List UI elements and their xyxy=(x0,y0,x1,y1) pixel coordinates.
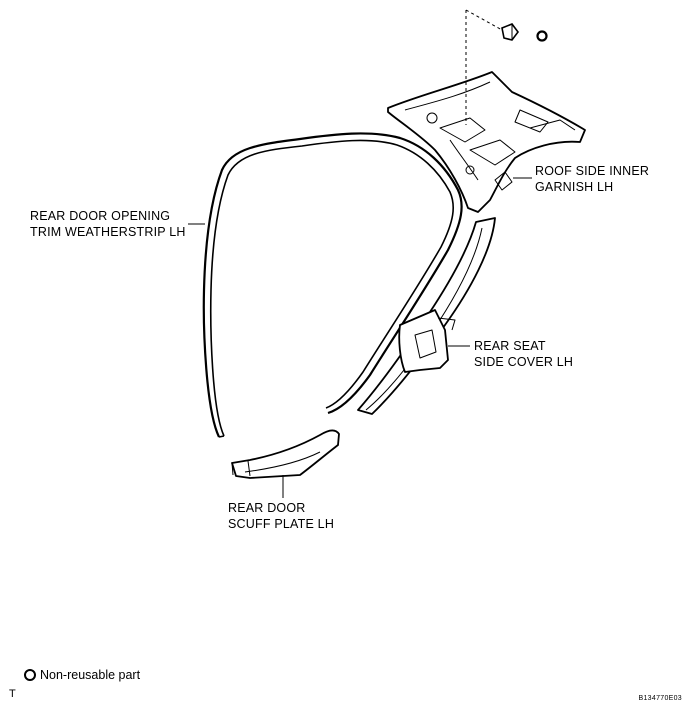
rear-seat-side-cover-part xyxy=(357,217,496,415)
label-roof-side-inner-garnish: ROOF SIDE INNER GARNISH LH xyxy=(535,164,650,194)
rear-door-scuff-plate-part xyxy=(231,429,340,479)
legend: Non-reusable part xyxy=(24,668,140,682)
legend-text: Non-reusable part xyxy=(40,668,141,682)
non-reusable-ring-icon xyxy=(536,30,548,42)
non-reusable-circle-icon xyxy=(24,669,36,681)
clip-assembly xyxy=(465,9,548,125)
label-rear-door-opening-trim-weatherstrip: REAR DOOR OPENING TRIM WEATHERSTRIP LH xyxy=(30,209,186,239)
label-rear-door-scuff-plate: REAR DOOR SCUFF PLATE LH xyxy=(228,501,335,531)
label-rear-seat-side-cover: REAR SEAT SIDE COVER LH xyxy=(474,339,574,369)
figure-code: B134770E03 xyxy=(638,695,682,702)
leader-lines xyxy=(188,177,532,498)
roof-side-inner-garnish-part xyxy=(387,71,586,213)
weatherstrip-part xyxy=(202,132,463,438)
corner-mark: T xyxy=(9,688,16,700)
